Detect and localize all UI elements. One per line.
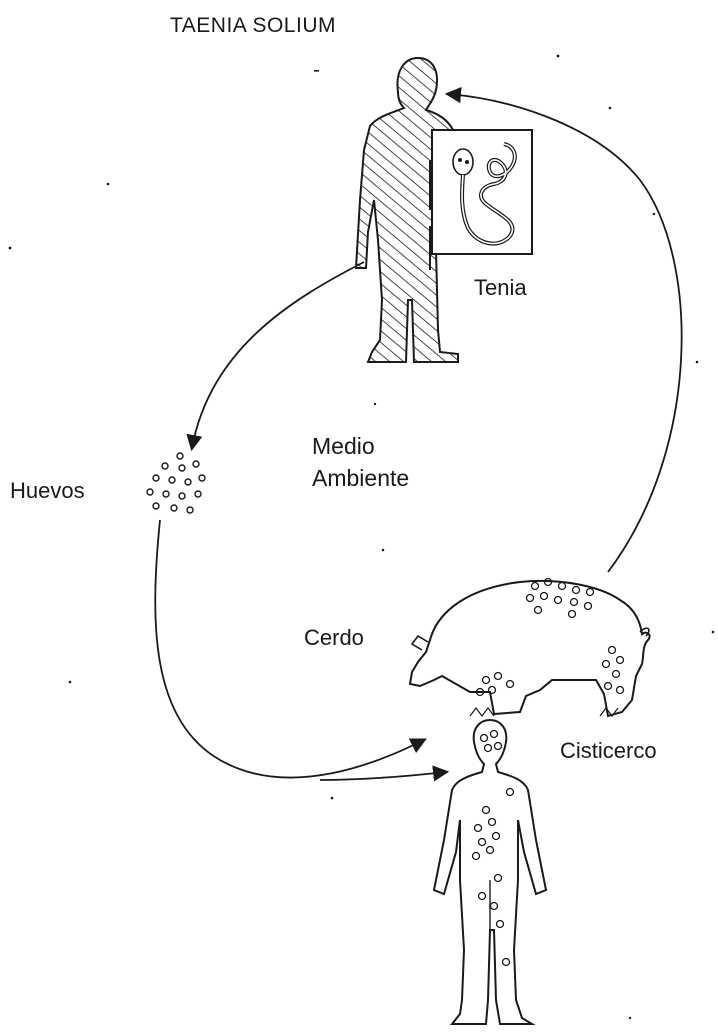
label-ambiente: Ambiente (312, 462, 409, 494)
arrow-eggs-to-pig (155, 520, 424, 778)
tapeworm-inset (432, 130, 532, 254)
label-tenia: Tenia (474, 275, 527, 301)
label-huevos: Huevos (10, 478, 85, 504)
arrow-eggs-to-human (320, 772, 446, 780)
diagram-title: TAENIA SOLIUM (170, 14, 336, 38)
label-cerdo: Cerdo (304, 625, 364, 651)
eggs-cluster (147, 453, 205, 513)
arrow-human-to-eggs (192, 262, 364, 448)
label-medio-ambiente: Medio Ambiente (312, 430, 409, 494)
label-medio: Medio (312, 430, 409, 462)
label-cisticerco: Cisticerco (560, 738, 657, 764)
human-cysticercosis-figure (434, 720, 546, 1024)
pig-figure (410, 579, 650, 717)
